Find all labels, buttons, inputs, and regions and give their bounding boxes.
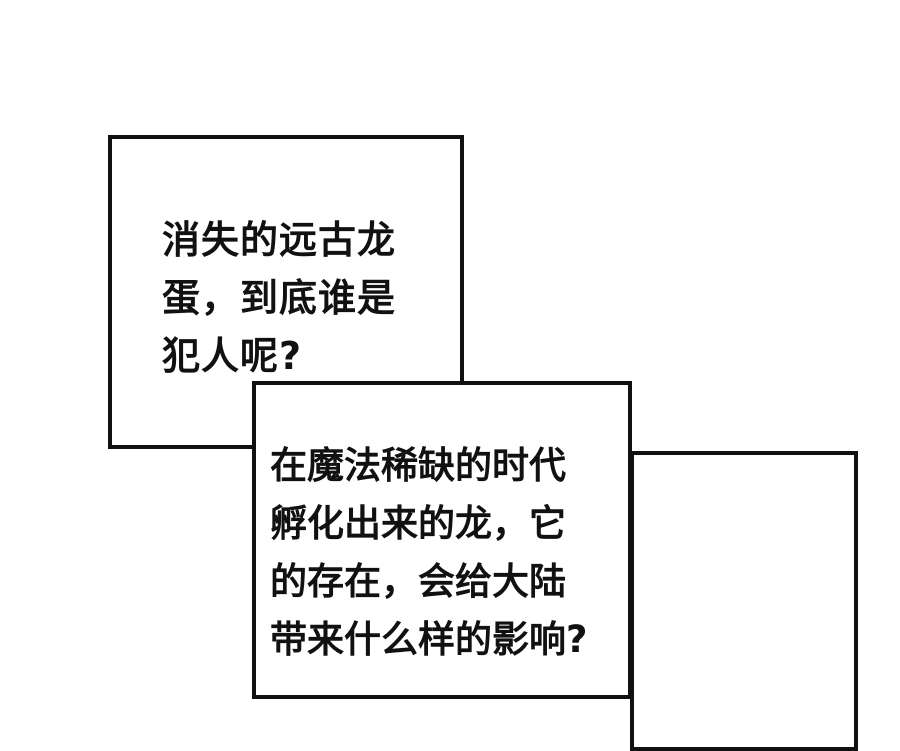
- caption-line: 蛋，到底谁是: [162, 276, 397, 320]
- narration-caption-2: 在魔法稀缺的时代 孵化出来的龙，它 的存在，会给大陆 带来什么样的影响?: [270, 437, 587, 669]
- caption-line: 在魔法稀缺的时代: [270, 444, 566, 487]
- narration-caption-1: 消失的远古龙 蛋，到底谁是 犯人呢?: [162, 211, 396, 385]
- caption-line: 的存在，会给大陆: [270, 560, 566, 603]
- caption-line: 犯人呢?: [162, 334, 303, 378]
- comic-panel-3: [630, 451, 858, 751]
- caption-line: 孵化出来的龙，它: [270, 502, 566, 545]
- caption-line: 带来什么样的影响?: [270, 618, 588, 661]
- caption-line: 消失的远古龙: [162, 218, 397, 262]
- comic-panel-2: 在魔法稀缺的时代 孵化出来的龙，它 的存在，会给大陆 带来什么样的影响?: [252, 381, 632, 699]
